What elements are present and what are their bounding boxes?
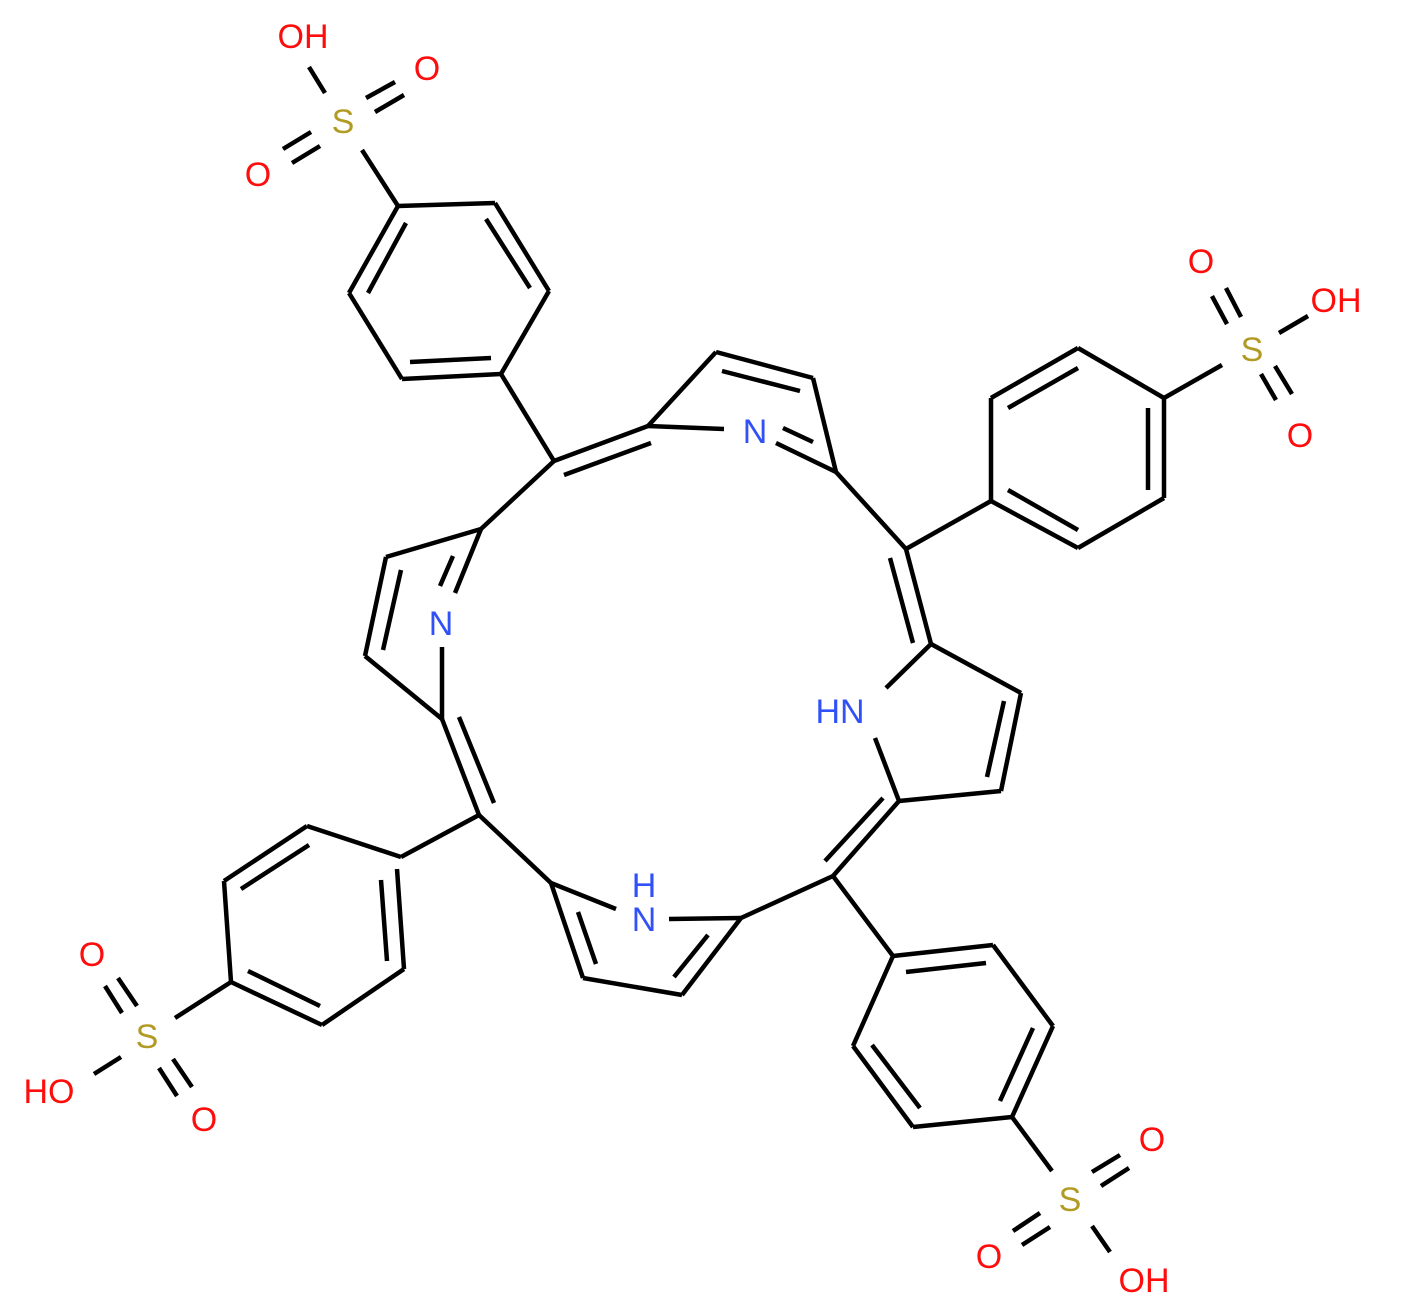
phenyl-bottom-right [850,942,1056,1173]
phenyl-top-left [347,148,551,382]
sulfur-label: S [1059,1181,1082,1219]
sulfonic-acid-top-left-bonds [281,65,406,165]
hydroxyl-label: HO [24,1073,75,1111]
nitrogen-labels: N N HN H N [429,413,865,939]
hydroxyl-label: OH [1119,1262,1170,1300]
oxygen-label: O [414,50,440,88]
oxygen-label: O [1188,243,1214,281]
pyrrole-right [872,642,1024,804]
oxygen-label: O [1139,1121,1165,1159]
sulfonic-acid-bottom-right-labels: OH S O O [976,1121,1170,1300]
oxygen-label: O [976,1238,1002,1276]
sulfur-label: S [332,103,355,141]
nitrogen-atom-top: N [743,413,768,451]
pyrrole-top [646,349,839,475]
nh-atom-right: HN [815,693,864,731]
oxygen-label: O [245,156,271,194]
oxygen-label: O [79,936,105,974]
phenyl-top-right [988,346,1224,550]
nh-atom-bottom-n: N [632,901,657,939]
sulfur-label: S [136,1018,159,1056]
oxygen-label: O [1287,417,1313,455]
sulfonic-acid-bottom-right-bonds [1011,1153,1131,1254]
pyrrole-left [362,526,484,721]
phenyl-bottom-left [173,823,407,1028]
sulfonic-acid-bottom-left-labels: HO S O O [24,936,218,1139]
oxygen-label: O [191,1101,217,1139]
hydroxyl-label: OH [1311,282,1362,320]
sulfonic-acid-top-right-bonds [1210,286,1310,402]
sulfur-label: S [1241,331,1264,369]
porphyrin-core [362,349,1024,998]
nitrogen-atom-left: N [429,605,454,643]
sulfonic-acid-top-right-labels: OH S O O [1188,243,1362,455]
sulfonic-acid-top-left-labels: OH S O O [245,18,440,194]
nh-atom-bottom-h: H [632,867,657,905]
sulfonic-acid-bottom-left-bonds [92,976,194,1098]
pyrrole-bottom [548,880,743,998]
hydroxyl-label: OH [278,18,329,56]
